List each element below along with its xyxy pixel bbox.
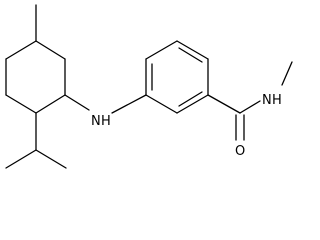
benzene-bond [176,40,209,60]
nh-to-benzene-bond [111,94,147,114]
molecule-drawing: N H N H O [5,4,293,169]
amide-hydrogen-label: H [272,93,282,108]
structure-diagram: N H N H O [5,4,293,169]
isopropyl-bond [5,149,37,169]
isopropyl-bond [35,149,67,169]
n-methyl-bond [281,61,293,86]
cyclohexane-ring [5,40,66,114]
benzene-bond [176,94,209,114]
ring-to-nh-bond [64,94,90,111]
ring-bond [5,94,37,114]
benzene-bond [145,94,178,114]
amide-nitrogen-label: N [262,93,272,108]
benzene-double-bond [178,91,203,107]
benzene-to-carbonyl-bond [207,94,241,114]
ring-bond [5,40,37,60]
ring-bond [35,94,66,114]
amine-hydrogen-label: H [101,114,111,129]
amine-nitrogen-label: N [91,114,101,129]
carbonyl-to-nh-bond [239,100,261,114]
isopropyl-group [5,112,67,169]
benzene-double-bond [178,47,203,63]
benzene-ring [145,40,209,114]
benzene-bond [145,40,178,60]
ring-bond [35,40,66,60]
carbonyl-oxygen-label: O [235,144,245,159]
